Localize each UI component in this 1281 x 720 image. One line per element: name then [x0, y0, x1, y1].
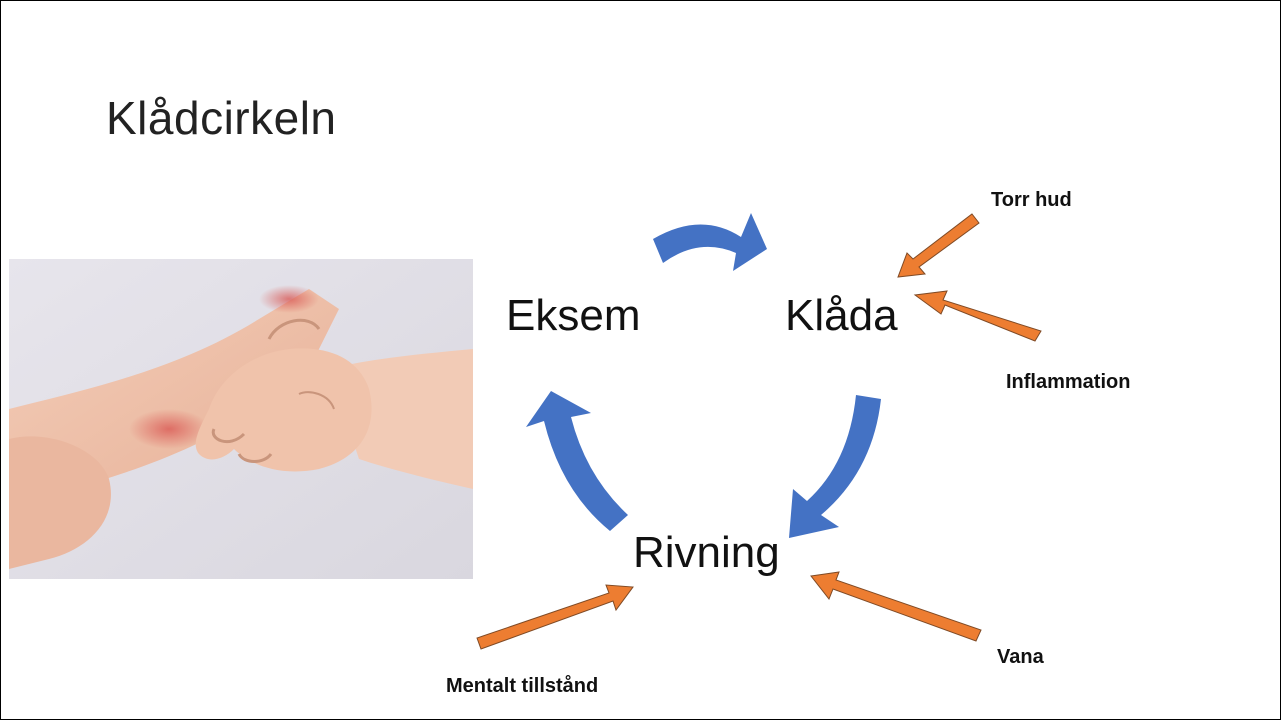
- slide-title: Klådcirkeln: [106, 92, 337, 144]
- node-rivning: Rivning: [633, 528, 780, 577]
- factor-arrow-vana: [810, 571, 982, 642]
- label-mentalt-tillstand: Mentalt tillstånd: [446, 675, 599, 697]
- scratching-arm-photo: [9, 259, 473, 579]
- label-vana: Vana: [997, 646, 1044, 668]
- node-klada: Klåda: [785, 291, 898, 340]
- label-torr-hud: Torr hud: [991, 189, 1072, 211]
- cycle-arrow-klada-to-rivning: [789, 395, 881, 538]
- cycle-arrow-rivning-to-eksem: [526, 391, 628, 531]
- factor-arrow-torr-hud: [897, 213, 980, 278]
- label-inflammation: Inflammation: [1006, 371, 1131, 393]
- factor-arrow-inflammation: [913, 290, 1042, 342]
- cycle-arrow-eksem-to-klada: [653, 213, 767, 271]
- factor-arrow-mentalt: [476, 584, 634, 650]
- node-eksem: Eksem: [506, 291, 641, 340]
